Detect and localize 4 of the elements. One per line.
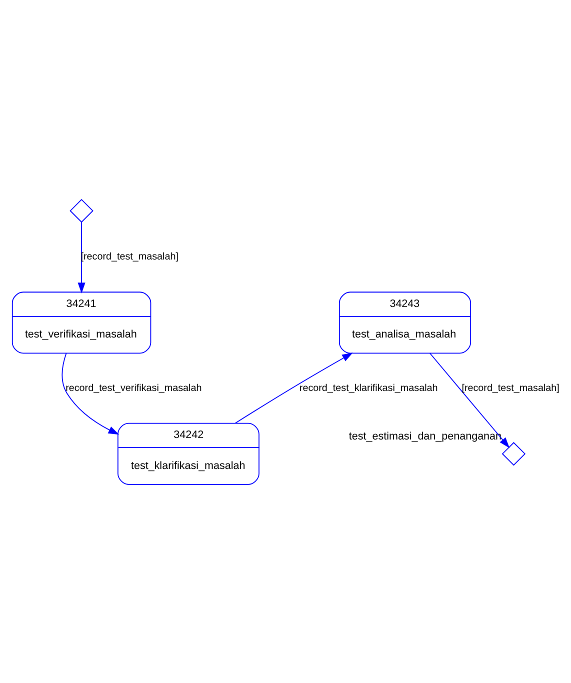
edge-label: record_test_klarifikasi_masalah <box>299 382 438 394</box>
edge-label: [record_test_masalah] <box>462 382 560 394</box>
edge-label: record_test_verifikasi_masalah <box>66 382 202 394</box>
node-label: test_estimasi_dan_penanganan <box>348 430 502 442</box>
